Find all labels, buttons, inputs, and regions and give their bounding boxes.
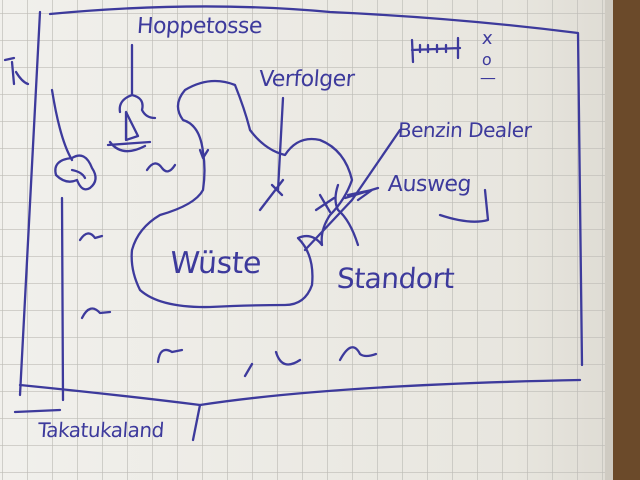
desert-outline bbox=[130, 79, 354, 309]
map-border bbox=[18, 5, 584, 407]
grid-lines bbox=[0, 0, 615, 480]
location-mark bbox=[314, 183, 360, 247]
wood-table-edge bbox=[612, 0, 640, 480]
wave-mark bbox=[145, 162, 177, 173]
wave-mark bbox=[243, 350, 302, 378]
boat-label: Hoppetosse bbox=[136, 14, 263, 39]
exit-label: Ausweg bbox=[387, 172, 472, 197]
fuel-dealer-label: Benzin Dealer bbox=[397, 118, 533, 142]
pursuer-label: Verfolger bbox=[258, 67, 356, 92]
legend-x: x bbox=[481, 28, 493, 49]
location-label: Standort bbox=[335, 262, 456, 295]
legend-dash: — bbox=[479, 68, 497, 87]
land-border bbox=[13, 196, 202, 442]
boat-icon bbox=[106, 43, 157, 153]
land-label: Takatukaland bbox=[37, 418, 165, 442]
wave-mark bbox=[80, 307, 112, 320]
legend-scale bbox=[410, 36, 462, 64]
rock-icon bbox=[54, 154, 97, 191]
left-pointer bbox=[50, 88, 74, 162]
fuel-dealer-pointer bbox=[303, 128, 402, 252]
edge-scribble-mark bbox=[3, 56, 30, 86]
paper-edge-shadow bbox=[605, 0, 613, 480]
desert-arrow-mark bbox=[198, 148, 210, 160]
pursuer-pointer bbox=[258, 96, 285, 212]
desert-label: Wüste bbox=[168, 246, 263, 281]
wave-mark bbox=[78, 232, 104, 242]
wave-mark bbox=[338, 346, 378, 362]
exit-arrow bbox=[343, 186, 490, 223]
legend-o: o bbox=[481, 50, 492, 69]
wave-mark bbox=[156, 348, 184, 364]
